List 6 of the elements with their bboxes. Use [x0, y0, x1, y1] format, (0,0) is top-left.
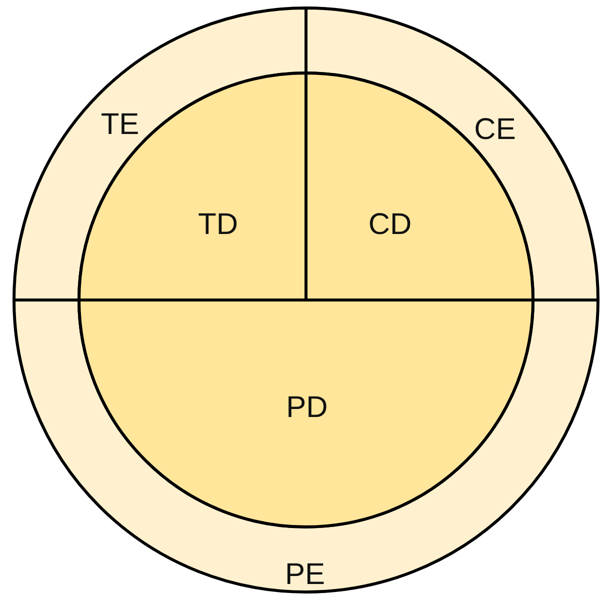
- segment-label: TE: [100, 110, 140, 140]
- segment-label: CE: [474, 115, 516, 145]
- segment-label: PD: [286, 393, 328, 423]
- segment-label: CD: [368, 210, 412, 240]
- segment-label: PE: [284, 560, 326, 590]
- segment-label: TD: [198, 210, 238, 240]
